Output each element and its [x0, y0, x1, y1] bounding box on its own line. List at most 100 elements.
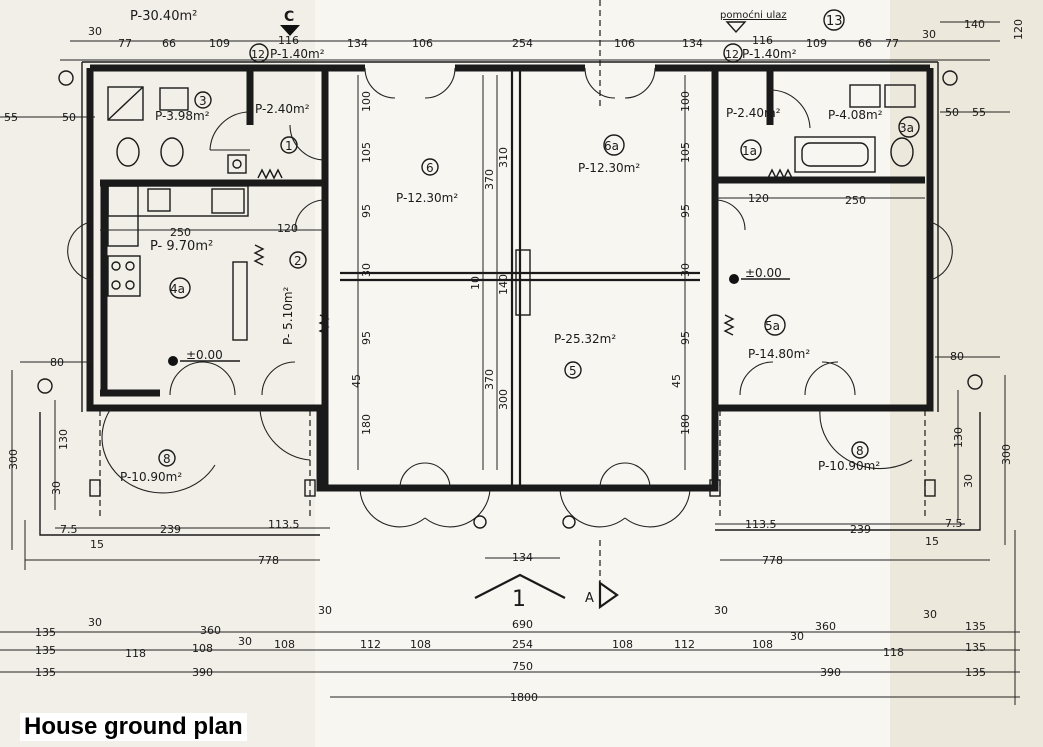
room-number: 4a — [170, 282, 185, 296]
drawing-label: 100 — [679, 91, 692, 112]
drawing-label: 95 — [360, 204, 373, 218]
room-area: P-3.98m² — [155, 109, 210, 123]
drawing-label: 10 — [469, 276, 482, 290]
room-number: 3a — [899, 121, 914, 135]
side-dimensions: 80 300 130 30 80 300 130 30 — [7, 350, 1013, 550]
drawing-label: 113.5 — [268, 518, 300, 531]
drawing-label: 105 — [360, 142, 373, 163]
drawing-label: 1 — [512, 587, 526, 612]
room-area: P- 9.70m² — [150, 239, 213, 254]
drawing-label: 135 — [965, 620, 986, 633]
room-area: P-14.80m² — [748, 347, 810, 361]
dim-label: 116 — [752, 34, 773, 47]
drawing-label: ±0.00 — [745, 266, 782, 280]
inner-dimensions: 100 105 95 30 95 180 45 370 310 370 300 … — [100, 75, 925, 470]
bathroom-left-fixtures — [107, 86, 247, 174]
drawing-label: 390 — [192, 666, 213, 679]
drawing-label: 118 — [883, 646, 904, 659]
drawing-label: 30 — [962, 474, 975, 488]
terrace-outline — [39, 410, 981, 536]
room-number: 8 — [163, 452, 171, 466]
room-area: P-2.40m² — [255, 102, 310, 116]
drawing-label: 135 — [35, 626, 56, 639]
top-dimension-line: 30 77 66 109 116 134 106 254 106 134 116… — [60, 18, 1025, 61]
room-number: 6 — [426, 161, 434, 175]
page-caption: House ground plan — [20, 713, 247, 741]
room-number: 12 — [251, 48, 265, 61]
drawing-label: 778 — [762, 554, 783, 567]
drawing-label: 135 — [965, 641, 986, 654]
drawing-label: 390 — [820, 666, 841, 679]
room-area: P-12.30m² — [396, 191, 458, 205]
room-number: 5 — [569, 364, 577, 378]
room-number: 2 — [294, 254, 302, 268]
interior-walls — [100, 68, 925, 488]
drawing-label: 95 — [679, 331, 692, 345]
room-area: P-1.40m² — [270, 47, 325, 61]
drawing-label: 118 — [125, 647, 146, 660]
dim-label: 77 — [885, 37, 899, 50]
drawing-label: 1800 — [510, 691, 538, 704]
room-number: 1 — [285, 139, 293, 153]
dim-label: 50 — [62, 111, 76, 124]
dim-label: 106 — [412, 37, 433, 50]
storage-label: pomoćni ulaz — [720, 9, 787, 21]
drawing-label: 108 — [752, 638, 773, 651]
drawing-label: 113.5 — [745, 518, 777, 531]
drawing-label: 300 — [497, 389, 510, 410]
room-markers: 3 3a 1 1a 2 4a 6 6a 5 5a 8 8 12 12 — [158, 43, 920, 467]
section-a-marker: A — [585, 580, 619, 610]
room-number: 8 — [856, 444, 864, 458]
drawing-label: 15 — [90, 538, 104, 551]
drawing-label: 112 — [674, 638, 695, 651]
room-area: P- 5.10m² — [281, 286, 295, 345]
drawing-label: 15 — [925, 535, 939, 548]
drawing-label: 130 — [57, 429, 70, 450]
drawing-label: 95 — [360, 331, 373, 345]
drawing-label: 180 — [679, 414, 692, 435]
drawing-label: 360 — [815, 620, 836, 633]
dim-label: 77 — [118, 37, 132, 50]
kitchen-counter — [107, 185, 249, 341]
dim-label: 109 — [209, 37, 230, 50]
drawing-label: 300 — [7, 449, 20, 470]
drawing-label: 80 — [50, 356, 64, 369]
room-number: 13 — [826, 14, 843, 29]
drawing-label: 105 — [679, 142, 692, 163]
drawing-label: 239 — [850, 523, 871, 536]
dim-label: 254 — [512, 37, 533, 50]
dim-label: 134 — [682, 37, 703, 50]
dim-label: 30 — [88, 25, 102, 38]
drawing-label: 112 — [360, 638, 381, 651]
bottom-dimensions: 7.5 239 113.5 15 134 778 778 113.5 239 1… — [0, 517, 1020, 705]
drawing-label: ±0.00 — [186, 348, 223, 362]
drawing-label: 360 — [200, 624, 221, 637]
drawing-label: 7.5 — [60, 523, 78, 536]
dim-label: 109 — [806, 37, 827, 50]
drawing-label: 180 — [360, 414, 373, 435]
drawing-label: 45 — [670, 374, 683, 388]
room-area: P-12.30m² — [578, 161, 640, 175]
drawing-label: 30 — [88, 616, 102, 629]
level-markers: ±0.00 ±0.00 — [168, 266, 790, 366]
columns — [37, 70, 983, 529]
drawing-label: 45 — [350, 374, 363, 388]
room-area: P-10.90m² — [818, 459, 880, 473]
room-number: 12 — [725, 48, 739, 61]
dim-label: 50 — [945, 106, 959, 119]
drawing-label: 30 — [50, 481, 63, 495]
drawing-label: 120 — [748, 192, 769, 205]
dim-label: 30 — [922, 28, 936, 41]
drawing-label: 250 — [845, 194, 866, 207]
dim-label: 140 — [964, 18, 985, 31]
radiators — [253, 168, 793, 336]
dim-label: 134 — [347, 37, 368, 50]
dim-label: 55 — [972, 106, 986, 119]
room-number: 6a — [604, 139, 619, 153]
dim-label: 116 — [278, 34, 299, 47]
drawing-label: A — [585, 591, 594, 606]
room-number: 1a — [742, 144, 757, 158]
dim-label: 120 — [1012, 19, 1025, 40]
drawing-label: 370 — [483, 169, 496, 190]
